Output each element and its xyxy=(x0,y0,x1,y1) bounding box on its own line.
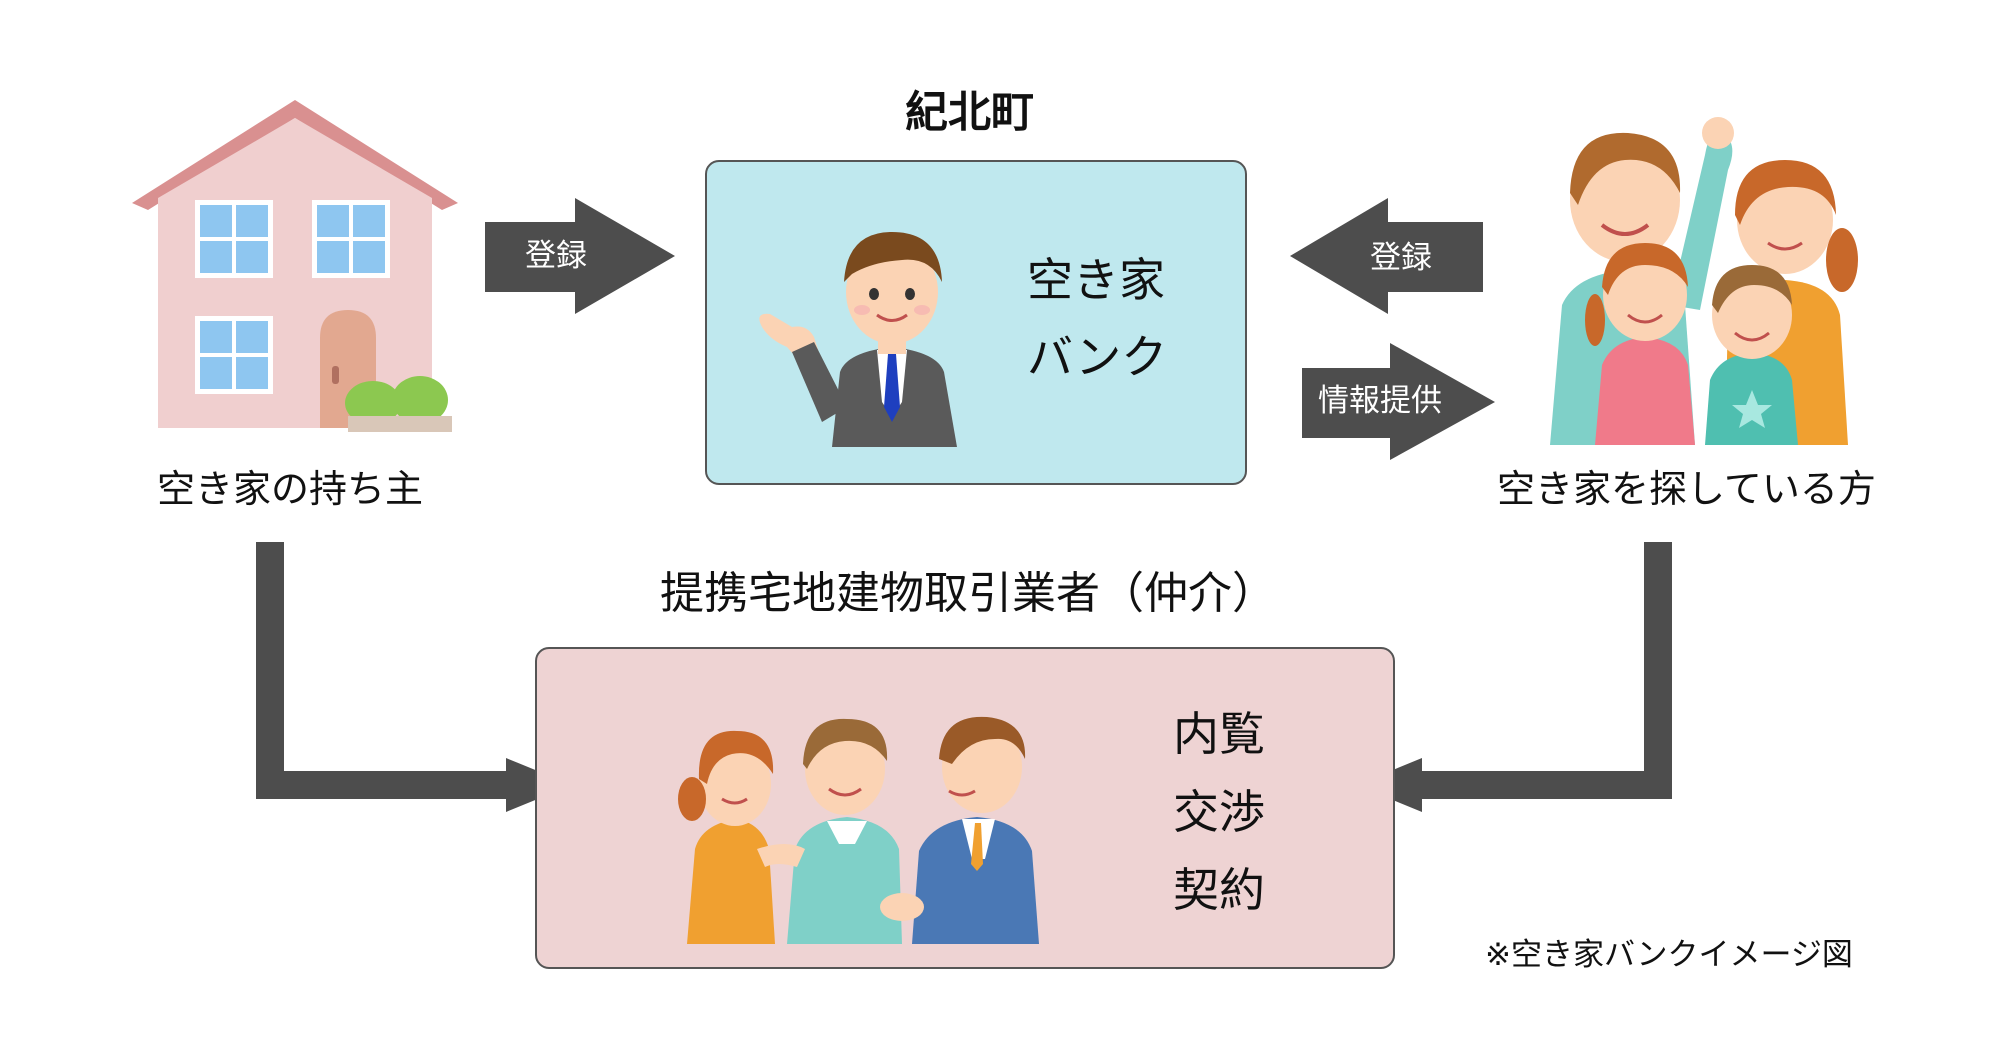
bank-line-1: 空き家 xyxy=(1027,253,1165,307)
family-icon xyxy=(1550,117,1858,445)
broker-line-1: 内覧 xyxy=(1173,707,1265,761)
broker-line-3: 契約 xyxy=(1173,863,1265,917)
arrow-seeker-register-label: 登録 xyxy=(1370,240,1432,276)
broker-title: 提携宅地建物取引業者（仲介） xyxy=(660,568,1276,619)
arrow-info-label: 情報提供 xyxy=(1318,383,1442,419)
bank-line-2: バンク xyxy=(1027,330,1168,384)
image-note: ※空き家バンクイメージ図 xyxy=(1485,937,1853,973)
arrow-seeker-to-bank xyxy=(1290,198,1483,314)
bank-panel: 空き家 バンク xyxy=(705,160,1247,485)
arrow-owner-register-label: 登録 xyxy=(525,238,587,274)
handshake-people-icon xyxy=(678,716,1039,944)
owner-label: 空き家の持ち主 xyxy=(157,467,424,511)
broker-line-2: 交渉 xyxy=(1173,785,1265,839)
arrow-seeker-to-broker xyxy=(1356,542,1672,812)
arrow-owner-to-broker xyxy=(256,542,572,812)
arrow-owner-to-bank xyxy=(485,198,675,314)
house-icon xyxy=(132,100,458,432)
seeker-label: 空き家を探している方 xyxy=(1497,467,1876,511)
arrow-bank-to-seeker xyxy=(1302,343,1495,460)
town-title: 紀北町 xyxy=(905,88,1034,138)
broker-panel: 内覧 交渉 契約 xyxy=(535,647,1395,969)
staff-man-icon xyxy=(759,232,957,447)
